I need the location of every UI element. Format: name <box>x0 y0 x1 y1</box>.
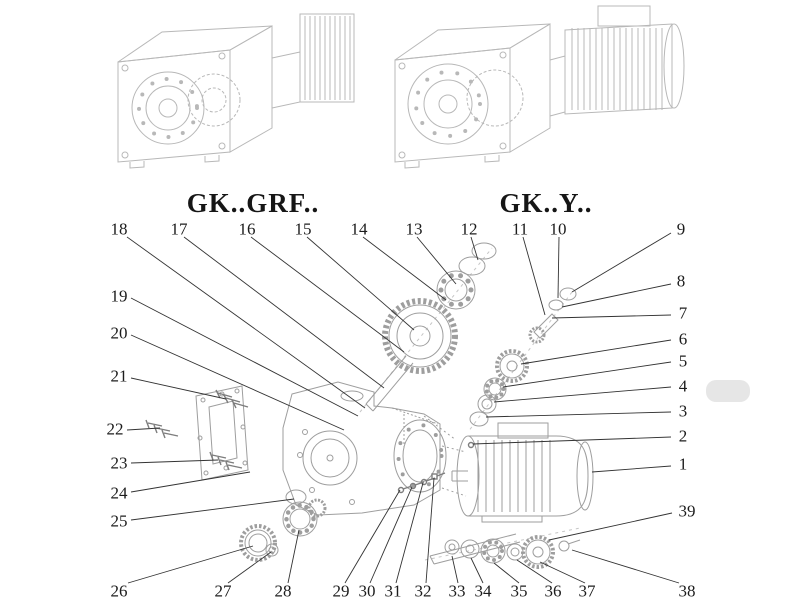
leader-line-3 <box>485 411 672 418</box>
part-number-23: 23 <box>110 453 128 473</box>
leader-line-38 <box>571 549 680 584</box>
part-number-27: 27 <box>214 581 232 600</box>
leader-line-1 <box>591 465 672 473</box>
leader-line-20 <box>130 334 345 431</box>
part-number-16: 16 <box>238 219 256 239</box>
leader-line-18 <box>126 236 366 409</box>
leader-line-30 <box>369 486 413 584</box>
leader-line-33 <box>451 555 459 584</box>
part-number-15: 15 <box>294 219 312 239</box>
leader-line-39 <box>548 512 673 541</box>
leader-line-31 <box>395 482 424 584</box>
part-number-25: 25 <box>110 511 128 531</box>
fastener-bolts <box>145 389 475 494</box>
input-shaft-gear-assembly <box>359 242 497 413</box>
output-shaft-assembly <box>424 527 581 569</box>
part-number-19: 19 <box>110 286 128 306</box>
cover-bearing-parts <box>239 489 327 562</box>
part-number-3: 3 <box>678 401 688 421</box>
leader-line-36 <box>516 559 553 584</box>
part-number-9: 9 <box>676 219 686 239</box>
part-number-5: 5 <box>678 351 688 371</box>
leader-line-19 <box>130 297 359 417</box>
leader-line-14 <box>362 236 447 301</box>
part-number-12: 12 <box>460 219 478 239</box>
model-label-gk-grf: GK..GRF.. <box>186 188 320 218</box>
gearbox-drawing-gk-grf <box>117 13 355 169</box>
part-number-6: 6 <box>678 329 688 349</box>
leader-line-11 <box>522 236 546 316</box>
part-number-35: 35 <box>510 581 528 600</box>
leader-line-5 <box>502 361 672 388</box>
leader-line-16 <box>250 236 405 353</box>
part-number-39: 39 <box>678 501 696 521</box>
part-number-37: 37 <box>578 581 596 600</box>
leader-line-15 <box>306 236 415 331</box>
leader-line-23 <box>130 459 219 464</box>
leader-line-7 <box>551 314 672 319</box>
part-number-4: 4 <box>678 376 688 396</box>
leader-lines <box>126 232 680 584</box>
part-number-28: 28 <box>274 581 292 600</box>
part-number-24: 24 <box>110 483 128 503</box>
leader-line-12 <box>470 236 479 261</box>
leader-line-13 <box>416 236 457 285</box>
housing-assembly <box>195 381 447 516</box>
leader-line-4 <box>493 386 672 403</box>
part-number-8: 8 <box>676 271 686 291</box>
part-number-21: 21 <box>110 366 128 386</box>
leader-line-25 <box>130 498 295 521</box>
part-number-38: 38 <box>678 581 696 600</box>
leader-line-22 <box>126 427 161 431</box>
countershaft-pinion-assembly <box>467 287 577 433</box>
part-number-10: 10 <box>549 219 567 239</box>
leader-line-9 <box>571 232 672 293</box>
leader-line-29 <box>344 489 401 584</box>
part-number-33: 33 <box>448 581 466 600</box>
part-number-11: 11 <box>511 219 529 239</box>
part-number-13: 13 <box>405 219 423 239</box>
leader-line-26 <box>127 545 254 584</box>
part-number-20: 20 <box>110 323 128 343</box>
leader-line-37 <box>539 561 586 584</box>
leader-line-2 <box>472 436 672 445</box>
part-number-32: 32 <box>414 581 432 600</box>
leader-line-8 <box>561 283 672 308</box>
part-number-34: 34 <box>474 581 492 600</box>
leader-line-17 <box>183 236 385 389</box>
part-number-30: 30 <box>358 581 376 600</box>
leader-line-6 <box>520 339 672 365</box>
part-number-2: 2 <box>678 426 688 446</box>
part-number-17: 17 <box>170 219 188 239</box>
part-number-14: 14 <box>350 219 368 239</box>
leader-line-28 <box>287 529 300 584</box>
gearbox-drawing-gk-y <box>394 5 685 169</box>
part-number-1: 1 <box>678 454 688 474</box>
part-number-18: 18 <box>110 219 128 239</box>
part-number-26: 26 <box>110 581 128 600</box>
leader-line-10 <box>557 236 560 299</box>
watermark <box>706 380 750 402</box>
part-number-31: 31 <box>384 581 402 600</box>
model-label-gk-y: GK..Y.. <box>499 188 593 218</box>
leader-line-21 <box>130 377 227 400</box>
leader-line-34 <box>470 557 484 584</box>
part-number-29: 29 <box>332 581 350 600</box>
part-number-7: 7 <box>678 303 688 323</box>
leader-line-27 <box>227 551 272 584</box>
leader-line-35 <box>493 562 520 584</box>
part-number-36: 36 <box>544 581 562 600</box>
leader-line-32 <box>425 477 435 584</box>
motor-assembly <box>423 415 594 523</box>
leader-line-24 <box>130 471 251 493</box>
part-number-22: 22 <box>106 419 124 439</box>
